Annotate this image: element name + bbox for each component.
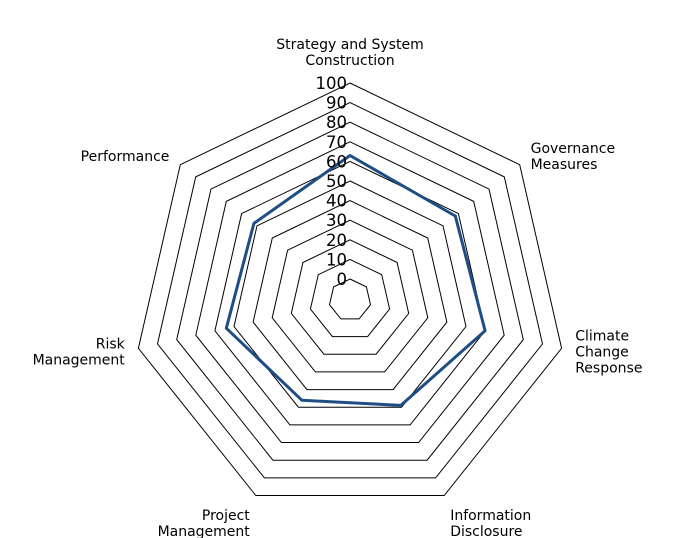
grid-ring-70 [195,141,505,443]
axis-label-line: Management [158,524,251,538]
tick-label-90: 90 [326,94,347,113]
series-layer [224,154,487,407]
tick-label-10: 10 [326,250,347,269]
axis-label-line: Response [575,360,642,376]
axis-label-line: Project [202,508,250,524]
grid-ring-30 [271,219,429,373]
axis-label-line: Measures [531,157,598,173]
grid-ring-60 [214,160,486,426]
axis-label-line: Construction [305,53,394,69]
grid-layer [137,82,563,496]
axis-label-line: Climate [575,328,629,344]
tick-label-40: 40 [326,192,347,211]
axis-label-line: Strategy and System [276,37,423,53]
grid-ring-0 [328,278,372,320]
axis-label-line: Governance [531,141,615,157]
tick-label-70: 70 [326,133,347,152]
grid-ring-100 [137,82,563,496]
axis-label-6: Performance [81,149,170,165]
grid-ring-20 [290,239,410,355]
grid-ring-90 [156,102,544,479]
tick-label-30: 30 [326,211,347,230]
tick-label-100: 100 [316,74,348,93]
grid-ring-40 [252,200,448,391]
tick-label-0: 0 [337,270,348,289]
series-line-0 [224,154,487,407]
axis-label-line: Disclosure [450,524,522,538]
axis-label-line: Information [450,508,531,524]
grid-ring-50 [233,180,467,408]
tick-label-20: 20 [326,231,347,250]
tick-label-50: 50 [326,172,347,191]
grid-ring-80 [176,121,524,461]
grid-ring-10 [309,258,391,338]
axis-label-line: Risk [96,336,126,352]
tick-label-80: 80 [326,113,347,132]
tick-label-60: 60 [326,152,347,171]
axis-label-line: Change [575,344,629,360]
axis-label-line: Performance [81,149,170,165]
axis-label-line: Management [33,352,126,368]
